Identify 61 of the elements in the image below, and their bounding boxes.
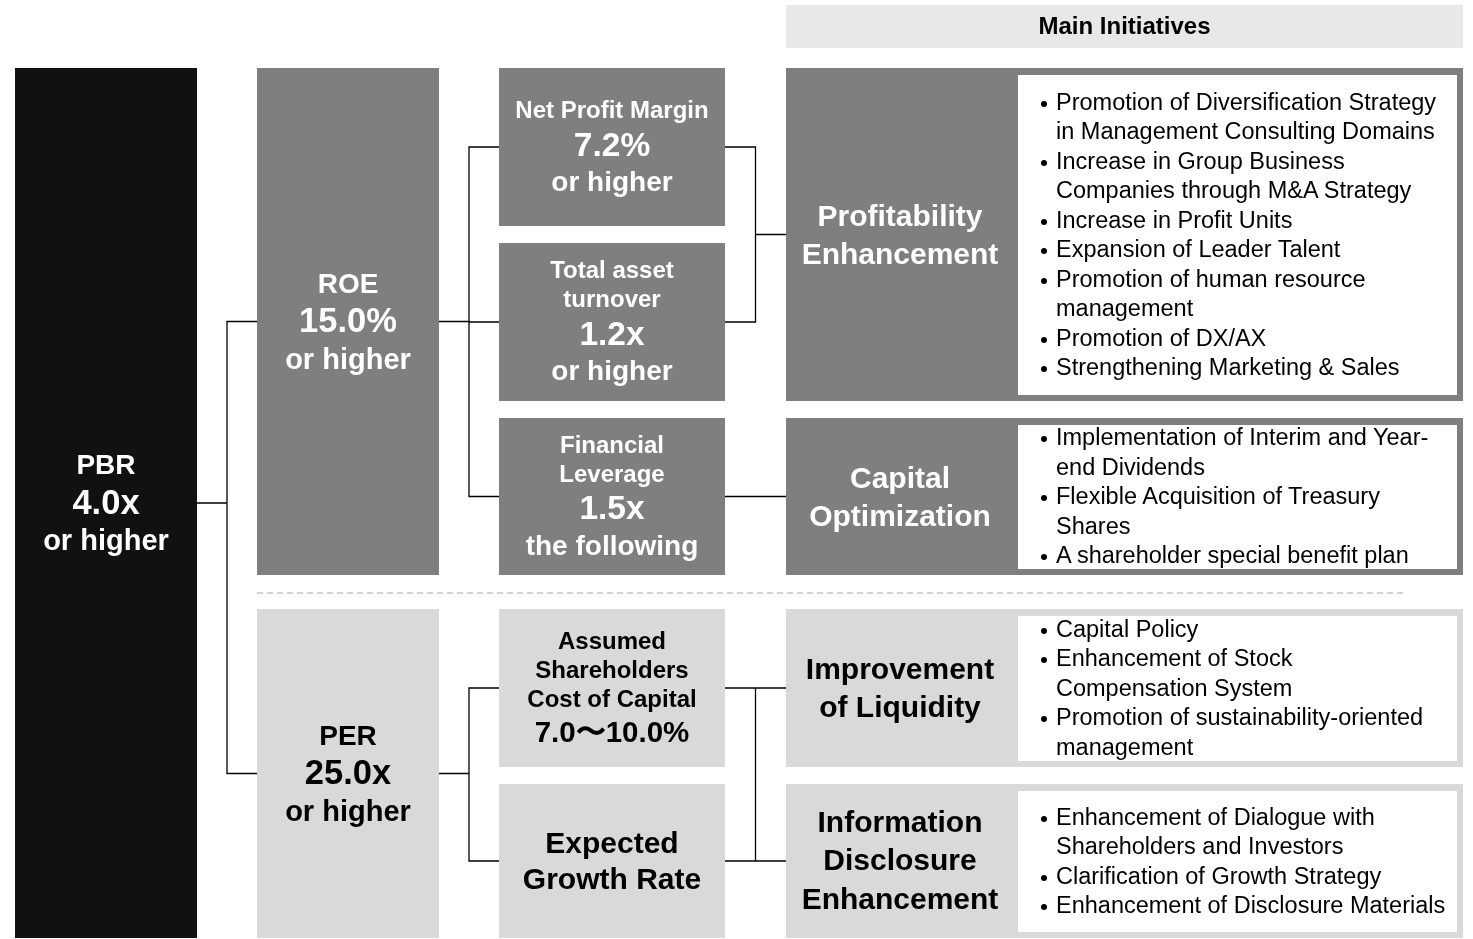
bullet-list-box xyxy=(1018,616,1457,761)
metric-label: PER xyxy=(318,718,378,753)
metric-note: or higher xyxy=(284,793,412,829)
metric-value: 1.2x xyxy=(578,313,646,354)
metric-box xyxy=(499,784,725,938)
initiative-panel xyxy=(786,784,1463,938)
panel-heading: Improvement of Liquidity xyxy=(804,650,996,725)
metric-box xyxy=(15,68,197,938)
metric-box xyxy=(499,418,725,575)
panel-heading: Profitability Enhancement xyxy=(800,197,1000,272)
metric-label: Net Profit Margin xyxy=(514,95,710,125)
initiative-panel xyxy=(786,68,1463,401)
bullet-text: Enhancement of Disclosure Materials xyxy=(1056,892,1446,918)
bullet-text: Increase in Profit Units xyxy=(1056,206,1293,233)
bullet-list-box xyxy=(1018,791,1457,932)
metric-label: PBR xyxy=(75,448,137,482)
metric-box xyxy=(257,609,439,938)
metric-value: 1.5x xyxy=(578,488,646,529)
metric-value: 4.0x xyxy=(71,481,141,523)
bullet-text: Flexible Acquisition of Treasury Shares xyxy=(1056,483,1380,539)
bullet-text: Enhancement of Stock Compensation System xyxy=(1056,645,1293,701)
bullet-text: Expansion of Leader Talent xyxy=(1056,236,1341,262)
initiative-panel xyxy=(786,609,1463,767)
connector-line xyxy=(196,320,258,775)
metric-label: Assumed Shareholders Cost of Capital xyxy=(526,627,698,714)
bullet-list-box xyxy=(1018,425,1457,569)
bullet-text: Promotion of DX/AX xyxy=(1056,324,1267,351)
metric-value: 25.0x xyxy=(303,752,393,794)
bullet-list-box xyxy=(1018,75,1457,395)
metric-value: 7.0〜10.0% xyxy=(533,713,691,749)
metric-value: 15.0% xyxy=(298,300,398,342)
metric-label: Financial Leverage xyxy=(558,430,666,489)
panel-heading: Information Disclosure Enhancement xyxy=(800,804,1000,918)
connector-line xyxy=(724,146,787,862)
bullet-text: Strengthening Marketing & Sales xyxy=(1056,354,1400,380)
metric-note: the following xyxy=(524,528,700,563)
metric-note: or higher xyxy=(284,341,412,377)
bullet-text: Promotion of Diversification Strategy in Management Consulting Domains xyxy=(1056,88,1437,144)
bullet-text: Promotion of human resource management xyxy=(1056,265,1366,321)
metric-note: or higher xyxy=(550,164,674,199)
metric-label: Total asset turnover xyxy=(549,256,675,314)
metric-box xyxy=(499,243,725,401)
metric-note: or higher xyxy=(42,523,170,558)
panel-heading: Capital Optimization xyxy=(808,459,992,534)
metric-label: ROE xyxy=(316,266,380,301)
metric-box xyxy=(257,68,439,575)
bullet-text: Implementation of Interim and Year-end Dividends xyxy=(1056,424,1429,480)
bullet-text: Enhancement of Dialogue with Shareholders and Investors xyxy=(1056,803,1375,859)
initiative-panel xyxy=(786,418,1463,575)
metric-box xyxy=(499,609,725,767)
bullet-text: Clarification of Growth Strategy xyxy=(1056,862,1382,889)
metric-note: or higher xyxy=(550,354,674,388)
metric-value: 7.2% xyxy=(572,124,652,165)
metric-box xyxy=(499,68,725,226)
bullet-text: Promotion of sustainability-oriented management xyxy=(1056,704,1424,760)
metric-label: Expected Growth Rate xyxy=(521,825,703,897)
bullet-text: Capital Policy xyxy=(1056,615,1199,642)
bullet-text: A shareholder special benefit plan xyxy=(1056,542,1409,569)
connector-line xyxy=(438,146,500,862)
header-text: Main Initiatives xyxy=(1037,12,1212,41)
bullet-text: Increase in Group Business Companies through M&A Strategy xyxy=(1056,147,1412,203)
